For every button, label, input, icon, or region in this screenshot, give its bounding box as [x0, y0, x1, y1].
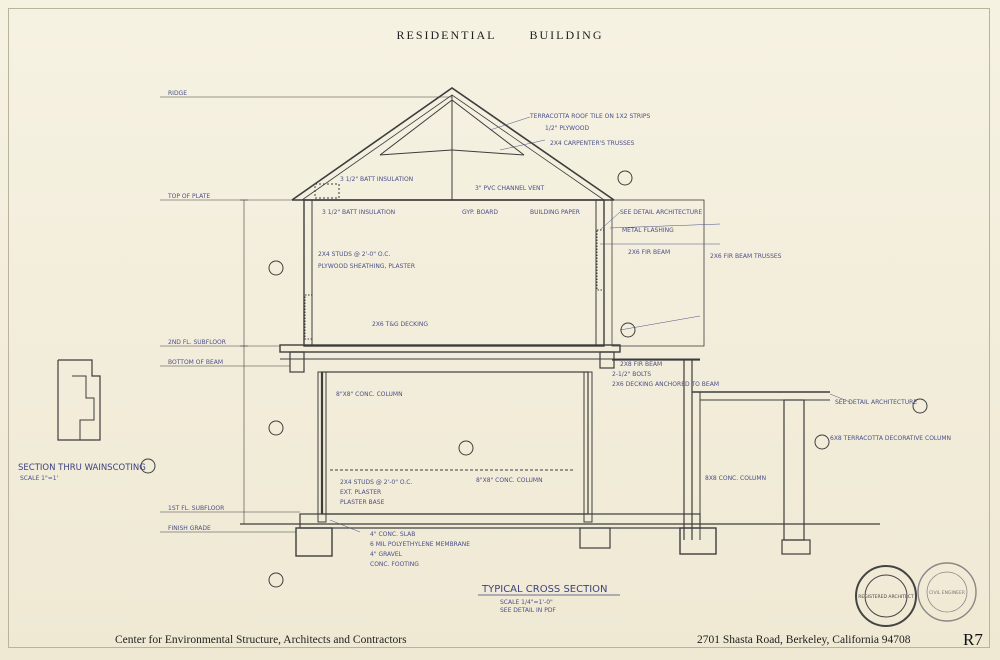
- label-building-paper: BUILDING PAPER: [530, 209, 580, 216]
- label-studs2: 2X4 STUDS @ 2'-0" O.C.: [318, 251, 390, 258]
- svg-text:REGISTERED ARCHITECT: REGISTERED ARCHITECT: [858, 594, 914, 600]
- section-marker-8: [814, 434, 830, 450]
- label-beam: 2X6 FIR BEAM: [628, 249, 670, 256]
- footer-address: 2701 Shasta Road, Berkeley, California 9…: [697, 634, 911, 646]
- section-marker-7: [912, 398, 928, 414]
- lower-column-l: [317, 371, 327, 523]
- label-ridge: RIDGE: [168, 90, 187, 97]
- lower-column-r: [583, 371, 593, 523]
- footer-firm: Center for Environmental Structure, Arch…: [115, 634, 407, 646]
- label-top-plate: TOP OF PLATE: [167, 193, 210, 200]
- truss-web-l: [379, 149, 453, 156]
- upper-room: [303, 199, 605, 347]
- porch-upper: [611, 199, 705, 347]
- section-marker-5: [268, 572, 284, 588]
- truss-diag-r: [451, 99, 525, 156]
- label-batt: 3 1/2" BATT INSULATION: [340, 176, 413, 183]
- footing-far: [781, 539, 811, 555]
- footing-m: [579, 527, 611, 549]
- label-studs1: 2X4 STUDS @ 2'-0" O.C.: [340, 479, 412, 486]
- label-floor-beam: 2X8 FIR BEAM: [620, 361, 662, 368]
- label-col-conc: 8"X8" CONC. COLUMN: [476, 477, 543, 484]
- truss-web-r: [451, 149, 525, 156]
- label-finish-grade: FINISH GRADE: [168, 525, 211, 532]
- section-note: SEE DETAIL IN PDF: [500, 607, 556, 614]
- section-marker-6: [140, 458, 156, 474]
- label-vent: 3" PVC CHANNEL VENT: [475, 185, 545, 192]
- label-col: 8"X8" CONC. COLUMN: [336, 391, 403, 398]
- label-fir-beam: 2X6 FIR BEAM TRUSSES: [710, 253, 782, 260]
- slab: [299, 513, 701, 529]
- footing-r: [679, 527, 717, 555]
- label-arch-detail: SEE DETAIL ARCHITECTURE: [620, 209, 702, 216]
- label-metal-flash: METAL FLASHING: [622, 227, 674, 234]
- section-title: TYPICAL CROSS SECTION: [481, 584, 608, 595]
- label-footing: CONC. FOOTING: [370, 561, 419, 568]
- truss-diag-l: [379, 99, 453, 156]
- label-pier: 6X8 TERRACOTTA DECORATIVE COLUMN: [830, 435, 951, 442]
- section-scale: SCALE 1/4"=1'-0": [500, 599, 553, 606]
- label-conc-col: 8X8 CONC. COLUMN: [705, 475, 766, 482]
- label-plaster: EXT. PLASTER: [340, 489, 381, 496]
- label-gyp-plaster: PLYWOOD SHEATHING, PLASTER: [318, 263, 415, 270]
- label-base: PLASTER BASE: [340, 499, 385, 506]
- label-slab: 4" CONC. SLAB: [370, 531, 415, 538]
- wainscot-scale: SCALE 1"=1': [20, 475, 59, 482]
- label-roof-tile: TERRACOTTA ROOF TILE ON 1X2 STRIPS: [529, 113, 650, 120]
- roof-insulation: [314, 183, 340, 199]
- label-membrane: 6 MIL POLYETHYLENE MEMBRANE: [370, 541, 470, 548]
- wainscot-title: SECTION THRU WAINSCOTING: [18, 463, 146, 473]
- label-bracket: SEE DETAIL ARCHITECTURE: [835, 399, 917, 406]
- label-first-floor: 1ST FL. SUBFLOOR: [168, 505, 224, 512]
- label-insulation: 3 1/2" BATT INSULATION: [322, 209, 395, 216]
- label-ground-decking: 2X6 DECKING ANCHORED TO BEAM: [612, 381, 719, 388]
- floor-beam: [289, 351, 305, 373]
- engineer-stamp: CIVIL ENGINEER: [917, 562, 977, 622]
- title-word-1: RESIDENTIAL: [396, 28, 497, 42]
- label-bolts: 2-1/2" BOLTS: [612, 371, 651, 378]
- section-marker-2: [268, 260, 284, 276]
- second-floor-slab: [279, 344, 621, 353]
- upper-wall-insulation-l: [304, 294, 313, 340]
- architect-stamp: REGISTERED ARCHITECT: [855, 565, 917, 627]
- section-marker-3: [268, 420, 284, 436]
- label-second-floor: 2ND FL. SUBFLOOR: [168, 339, 226, 346]
- title-word-2: BUILDING: [529, 28, 604, 42]
- label-trusses: 2X4 CARPENTER'S TRUSSES: [550, 140, 635, 147]
- upper-wall-insulation-r: [596, 229, 605, 291]
- label-bottom-beam: BOTTOM OF BEAM: [168, 359, 223, 366]
- label-plywood: 1/2" PLYWOOD: [545, 125, 590, 132]
- drawing-title: RESIDENTIAL BUILDING: [0, 28, 1000, 43]
- sheet-border: [8, 8, 990, 648]
- svg-text:CIVIL ENGINEER: CIVIL ENGINEER: [929, 590, 965, 596]
- section-marker-4: [458, 440, 474, 456]
- label-decking: 2X6 T&G DECKING: [372, 321, 428, 328]
- section-marker-1: [617, 170, 633, 186]
- label-gravel: 4" GRAVEL: [370, 551, 403, 558]
- roof-outline: [291, 87, 615, 201]
- sheet-number: R7: [963, 630, 983, 649]
- wainscot-profile: [57, 359, 101, 441]
- label-gyp: GYP. BOARD: [462, 209, 498, 216]
